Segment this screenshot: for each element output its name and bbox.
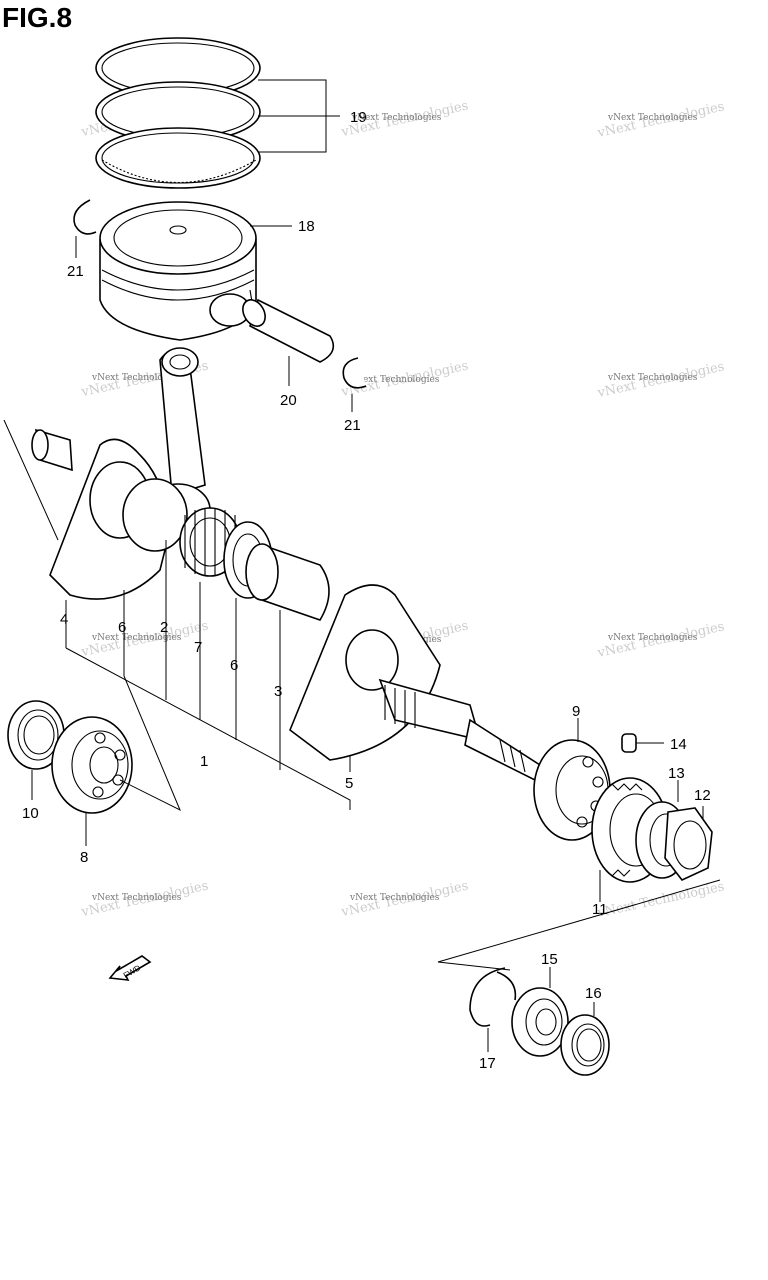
- callout-6: 6: [230, 657, 238, 674]
- crank-pin: [245, 543, 330, 621]
- callout-12: 12: [694, 787, 711, 804]
- callout-10: 10: [22, 805, 39, 822]
- callout-15: 15: [541, 951, 558, 968]
- watermark-shadow: vNext Technologies: [595, 879, 725, 921]
- crank-bearing-left: [51, 716, 133, 814]
- callout-4: 4: [60, 611, 68, 628]
- watermark: vNext Technologies: [607, 373, 698, 383]
- callout-9: 9: [572, 703, 580, 720]
- callout-5: 5: [345, 775, 353, 792]
- circlip-left: [73, 199, 97, 235]
- watermark: vNext Technologies: [607, 633, 698, 643]
- watermark: vNext Technologies: [351, 113, 442, 123]
- watermark: vNext Technologies: [91, 893, 182, 903]
- piston: [99, 201, 257, 341]
- watermark: vNext Technologies: [349, 893, 440, 903]
- callouts: 19 18 21 20 21 4 6 2 7 6 3 1 5 10 8 9 14…: [22, 109, 711, 1072]
- crankshaft-right: [289, 584, 541, 782]
- callout-11: 11: [592, 901, 608, 918]
- fwd-arrow-icon: FWD: [108, 955, 152, 981]
- callout-21: 21: [344, 417, 361, 434]
- callout-6: 6: [118, 619, 126, 636]
- circlip-small: [469, 967, 517, 1027]
- callout-19: 19: [350, 109, 367, 126]
- crank-bearing-right: [533, 739, 611, 841]
- piston-rings: [95, 37, 261, 189]
- figure-title: FIG.8: [2, 2, 73, 33]
- woodruff-key: [621, 733, 637, 753]
- callout-13: 13: [668, 765, 685, 782]
- callout-18: 18: [298, 218, 315, 235]
- watermark: vNext Technologies: [91, 373, 182, 383]
- callout-2: 2: [160, 619, 168, 636]
- watermark: vNext Technologies: [349, 375, 440, 385]
- crankshaft-left: [31, 428, 188, 600]
- callout-21: 21: [67, 263, 84, 280]
- callout-8: 8: [80, 849, 88, 866]
- piston-pin: [242, 298, 335, 363]
- callout-20: 20: [280, 392, 297, 409]
- watermark: vNext Technologies: [607, 113, 698, 123]
- leader-lines: [3, 79, 721, 1052]
- circlip-right: [342, 357, 367, 389]
- small-bearing: [511, 987, 569, 1057]
- callout-7: 7: [194, 639, 202, 656]
- crank-nut: [664, 807, 713, 881]
- callout-3: 3: [274, 683, 282, 700]
- callout-17: 17: [479, 1055, 496, 1072]
- small-oil-seal: [560, 1014, 610, 1076]
- watermark: vNext Technologies: [91, 633, 182, 643]
- callout-1: 1: [200, 753, 208, 770]
- callout-14: 14: [670, 736, 687, 753]
- callout-16: 16: [585, 985, 602, 1002]
